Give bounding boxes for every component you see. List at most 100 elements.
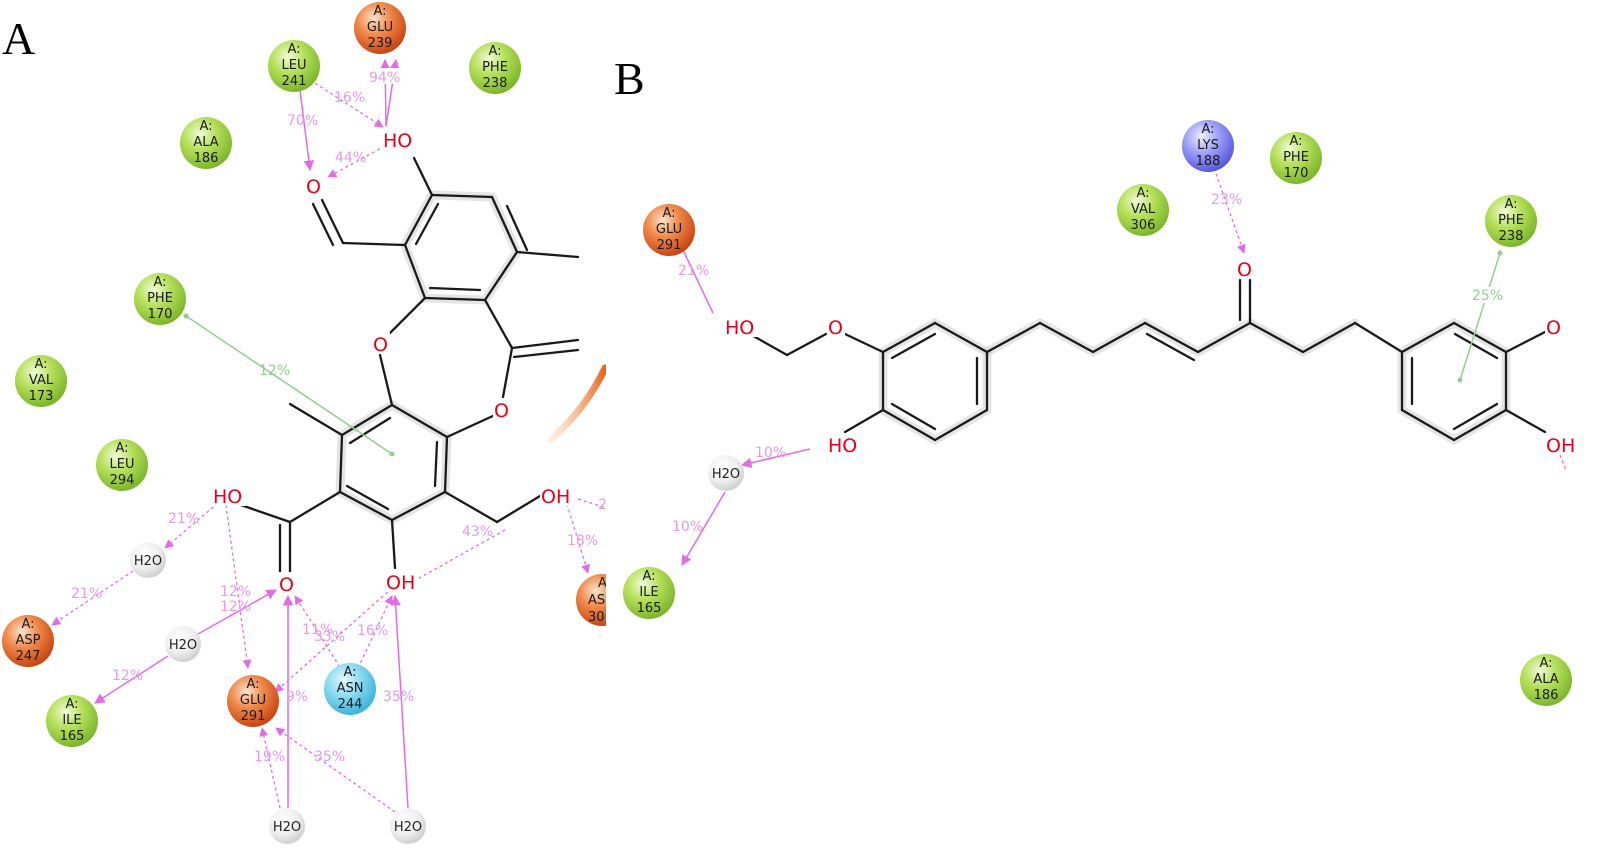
pct-label: 10% xyxy=(672,519,703,535)
pct-label: 35% xyxy=(383,689,414,705)
pct-label: 94% xyxy=(369,70,400,86)
svg-text:A:: A: xyxy=(115,441,128,456)
svg-text:A:: A: xyxy=(21,617,34,632)
atom-label: O xyxy=(279,574,294,596)
svg-text:A:: A: xyxy=(34,357,47,372)
water-molecule: H2O xyxy=(130,542,166,578)
svg-text:247: 247 xyxy=(16,649,41,664)
svg-text:A:: A: xyxy=(199,119,212,134)
svg-text:238: 238 xyxy=(1499,229,1524,244)
pct-label: 21% xyxy=(168,511,199,527)
svg-text:291: 291 xyxy=(657,238,682,253)
atom-label: OH xyxy=(541,486,570,508)
residue-leu-294: A: LEU 294 xyxy=(96,439,148,491)
svg-text:LEU: LEU xyxy=(110,457,135,472)
pct-label: 23% xyxy=(1211,192,1242,208)
svg-text:A:: A: xyxy=(642,569,655,584)
svg-text:PHE: PHE xyxy=(147,291,173,306)
svg-text:PHE: PHE xyxy=(482,60,508,75)
residue-ile-165: A: ILE 165 xyxy=(46,695,98,747)
svg-text:H2O: H2O xyxy=(169,638,197,653)
pct-label: 2 xyxy=(598,497,607,513)
residue-ile-165: A: ILE 165 xyxy=(623,567,675,619)
atom-label: HO xyxy=(383,130,412,152)
pct-label: 9% xyxy=(286,689,308,705)
residue-ala-186: A: ALA 186 xyxy=(1520,654,1572,706)
water-molecule: H2O xyxy=(708,455,744,491)
svg-text:ILE: ILE xyxy=(62,713,81,728)
panel-a-atoms: HO O O O HO O OH OH xyxy=(212,128,574,596)
pct-label: 33% xyxy=(314,629,345,645)
pct-label: 19% xyxy=(254,749,285,765)
pct-label: 43% xyxy=(462,524,493,540)
svg-text:A:: A: xyxy=(246,677,259,692)
svg-text:AS: AS xyxy=(588,593,605,608)
pct-label: 12% xyxy=(220,584,251,600)
residue-phe-170: A: PHE 170 xyxy=(1270,132,1322,184)
pct-label: 16% xyxy=(357,623,388,639)
panel-b: B xyxy=(614,53,1579,706)
residue-phe-170: A: PHE 170 xyxy=(134,273,186,325)
panel-b-percent-labels: 23% 21% 25% 10% 10% xyxy=(672,192,1506,535)
svg-text:ILE: ILE xyxy=(639,585,658,600)
water-molecule: H2O xyxy=(269,808,305,844)
atom-label: OH xyxy=(1546,435,1575,457)
svg-text:ASP: ASP xyxy=(16,633,41,648)
svg-text:188: 188 xyxy=(1196,154,1221,169)
panel-a-percent-labels: 94% 16% 70% 44% 12% 21% 21% 12% 12% 12% … xyxy=(71,68,607,765)
pct-label: 12% xyxy=(112,668,143,684)
svg-text:A:: A: xyxy=(662,206,675,221)
residue-asp-247: A: ASP 247 xyxy=(2,615,54,667)
residue-val-173: A: VAL 173 xyxy=(15,355,67,407)
svg-text:GLU: GLU xyxy=(240,693,266,708)
atom-label: O xyxy=(1237,259,1252,281)
residue-glu-291: A: GLU 291 xyxy=(643,204,695,256)
pct-label: 21% xyxy=(678,263,709,279)
svg-text:ALA: ALA xyxy=(1533,672,1558,687)
pct-label: 70% xyxy=(287,113,318,129)
pct-label: 10% xyxy=(755,445,786,461)
svg-text:186: 186 xyxy=(194,151,219,166)
pct-label: 25% xyxy=(1472,288,1503,304)
panel-b-label: B xyxy=(614,53,645,104)
pct-label: 16% xyxy=(334,90,365,106)
atom-label: O xyxy=(373,334,388,356)
atom-label: OH xyxy=(386,572,415,594)
svg-text:244: 244 xyxy=(338,697,363,712)
svg-text:A:: A: xyxy=(1504,197,1517,212)
svg-text:A:: A: xyxy=(1136,186,1149,201)
svg-text:ASN: ASN xyxy=(337,681,364,696)
svg-text:A:: A: xyxy=(1539,656,1552,671)
atom-label: O xyxy=(1546,317,1561,339)
water-molecule: H2O xyxy=(165,626,201,662)
svg-text:30: 30 xyxy=(588,610,605,625)
water-molecule: H2O xyxy=(390,808,426,844)
svg-text:PHE: PHE xyxy=(1498,213,1524,228)
pct-label: 12% xyxy=(220,599,251,615)
svg-text:A:: A: xyxy=(373,4,386,19)
residue-val-306: A: VAL 306 xyxy=(1117,184,1169,236)
svg-text:241: 241 xyxy=(282,74,307,89)
residue-asn-244: A: ASN 244 xyxy=(324,663,376,715)
pct-label: 11% xyxy=(302,622,333,638)
svg-text:LEU: LEU xyxy=(282,58,307,73)
svg-text:H2O: H2O xyxy=(394,820,422,835)
residue-lys-188: A: LYS 188 xyxy=(1182,120,1234,172)
atom-label: HO xyxy=(213,486,242,508)
panel-b-atoms: HO O HO O O OH xyxy=(724,257,1579,457)
panel-b-interactions xyxy=(681,167,1567,566)
svg-text:GLU: GLU xyxy=(656,222,682,237)
svg-text:306: 306 xyxy=(1131,218,1156,233)
residue-glu-239: A: GLU 239 xyxy=(354,2,406,54)
pct-label: 12% xyxy=(259,363,290,379)
svg-text:165: 165 xyxy=(60,729,85,744)
svg-text:A:: A: xyxy=(65,697,78,712)
panel-b-waters: H2O xyxy=(708,455,744,491)
residue-glu-291: A: GLU 291 xyxy=(227,675,279,727)
residue-ala-186: A: ALA 186 xyxy=(180,117,232,169)
atom-label: O xyxy=(828,317,843,339)
residue-phe-238: A: PHE 238 xyxy=(1485,195,1537,247)
svg-text:H2O: H2O xyxy=(134,554,162,569)
panel-a-waters: H2O H2O H2O H2O xyxy=(130,542,426,844)
